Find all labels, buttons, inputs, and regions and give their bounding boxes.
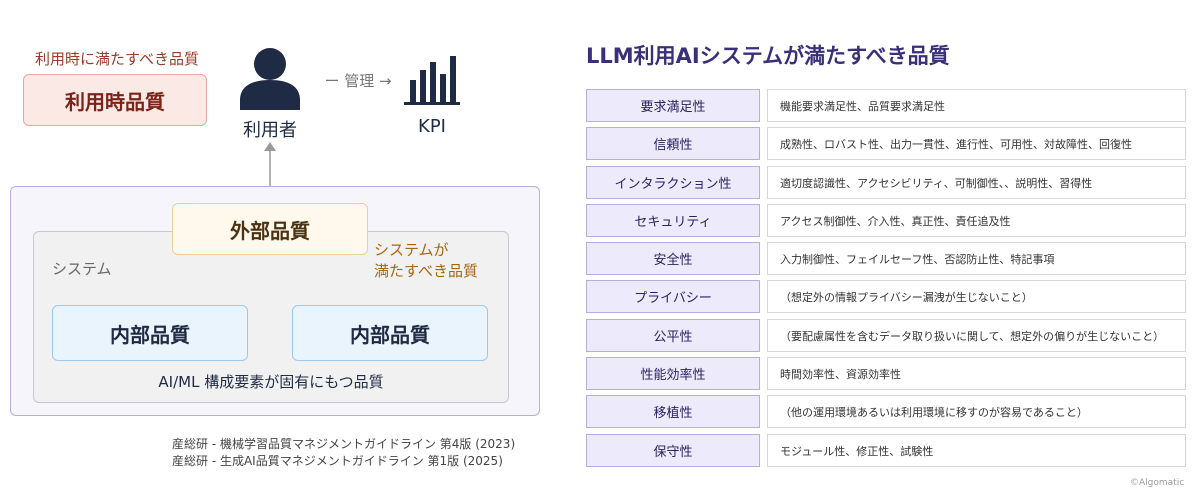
user-icon <box>240 48 300 110</box>
table-row-category: インタラクション性 <box>586 166 760 199</box>
table-row-category: 保守性 <box>586 434 760 467</box>
table-row-description: 適切度認識性、アクセシビリティ、可制御性、、説明性、習得性 <box>767 166 1186 199</box>
table-row-description: 成熟性、ロバスト性、出力一貫性、進行性、可用性、対故障性、回復性 <box>767 127 1186 160</box>
table-row-description: 機能要求満足性、品質要求満足性 <box>767 89 1186 122</box>
table-row-category: 性能効率性 <box>586 357 760 390</box>
table-row-description: アクセス制御性、介入性、真正性、責任追及性 <box>767 204 1186 237</box>
source-citation-2: 産総研 - 生成AI品質マネジメントガイドライン 第1版 (2025) <box>172 454 503 468</box>
kpi-label: KPI <box>418 116 446 137</box>
table-row-category: 要求満足性 <box>586 89 760 122</box>
table-row: 性能効率性 時間効率性、資源効率性 <box>586 357 1186 390</box>
system-label: システム <box>52 260 112 278</box>
table-row-category: 安全性 <box>586 242 760 275</box>
table-row: 公平性 （要配慮属性を含むデータ取り扱いに関して、想定外の偏りが生じないこと） <box>586 319 1186 352</box>
internal-quality-box-left: 内部品質 <box>52 305 248 361</box>
system-quality-caption: システムが 満たすべき品質 <box>374 241 478 280</box>
external-quality-box: 外部品質 <box>172 203 368 255</box>
internal-quality-box-right: 内部品質 <box>292 305 488 361</box>
arrow-head <box>264 142 276 151</box>
table-row-description: （他の運用環境あるいは利用環境に移すのが容易であること） <box>767 395 1186 428</box>
table-row-category: 移植性 <box>586 395 760 428</box>
usage-quality-caption: 利用時に満たすべき品質 <box>35 50 199 68</box>
table-row-category: セキュリティ <box>586 204 760 237</box>
table-row: 安全性 入力制御性、フェイルセーフ性、否認防止性、特記事項 <box>586 242 1186 275</box>
usage-quality-box: 利用時品質 <box>23 74 207 126</box>
table-row: 保守性 モジュール性、修正性、試験性 <box>586 434 1186 467</box>
table-row: 要求満足性 機能要求満足性、品質要求満足性 <box>586 89 1186 122</box>
table-row-description: 時間効率性、資源効率性 <box>767 357 1186 390</box>
table-row-category: 信頼性 <box>586 127 760 160</box>
table-row-category: 公平性 <box>586 319 760 352</box>
table-row: セキュリティ アクセス制御性、介入性、真正性、責任追及性 <box>586 204 1186 237</box>
table-title: LLM利用AIシステムが満たすべき品質 <box>586 44 950 68</box>
copyright-label: ©Algomatic <box>1130 478 1185 488</box>
manage-label: ー 管理 → <box>324 72 392 90</box>
bar-chart-icon <box>404 56 460 105</box>
table-row: インタラクション性 適切度認識性、アクセシビリティ、可制御性、、説明性、習得性 <box>586 166 1186 199</box>
table-row-category: プライバシー <box>586 280 760 313</box>
source-citation-1: 産総研 - 機械学習品質マネジメントガイドライン 第4版 (2023) <box>172 437 516 451</box>
table-row-description: モジュール性、修正性、試験性 <box>767 434 1186 467</box>
user-label: 利用者 <box>243 120 297 141</box>
table-row: 信頼性 成熟性、ロバスト性、出力一貫性、進行性、可用性、対故障性、回復性 <box>586 127 1186 160</box>
table-row: プライバシー （想定外の情報プライバシー漏洩が生じないこと） <box>586 280 1186 313</box>
table-row-description: 入力制御性、フェイルセーフ性、否認防止性、特記事項 <box>767 242 1186 275</box>
aiml-caption: AI/ML 構成要素が固有にもつ品質 <box>158 373 384 391</box>
table-row: 移植性 （他の運用環境あるいは利用環境に移すのが容易であること） <box>586 395 1186 428</box>
table-row-description: （想定外の情報プライバシー漏洩が生じないこと） <box>767 280 1186 313</box>
table-row-description: （要配慮属性を含むデータ取り扱いに関して、想定外の偏りが生じないこと） <box>767 319 1186 352</box>
